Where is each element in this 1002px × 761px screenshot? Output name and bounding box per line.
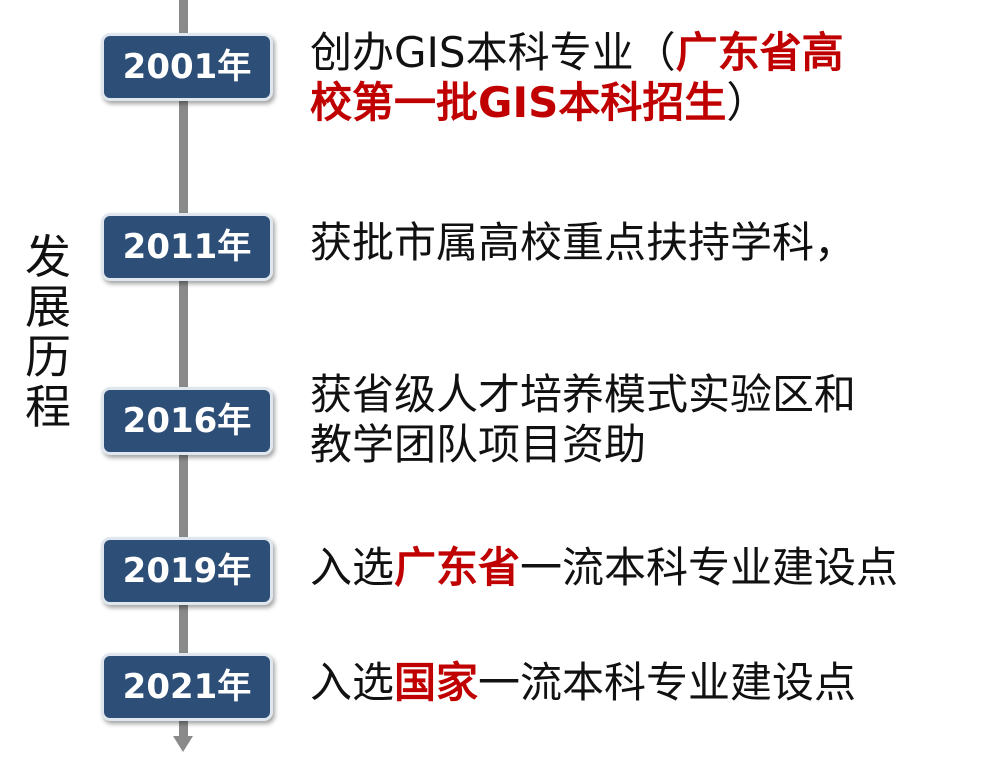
side-title-char: 发 — [25, 230, 71, 284]
timeline-axis — [179, 0, 188, 738]
event-line: 创办GIS本科专业（广东省高 — [310, 28, 844, 78]
event-segment: 创办GIS本科专业（ — [310, 28, 676, 77]
event-text-2019: 入选广东省一流本科专业建设点 — [310, 543, 898, 593]
event-segment: 入选 — [310, 658, 395, 707]
event-text-2021: 入选国家一流本科专业建设点 — [310, 658, 856, 708]
event-highlight: 广东省 — [394, 543, 521, 592]
event-line: 获省级人才培养模式实验区和 — [310, 370, 856, 420]
year-box-2001: 2001年 — [101, 33, 273, 101]
event-segment: 入选 — [310, 543, 395, 592]
side-title-char: 程 — [25, 380, 71, 434]
side-title: 发 展 历 程 — [22, 232, 74, 432]
event-highlight: 校第一批GIS本科招生 — [310, 78, 727, 127]
event-line: 校第一批GIS本科招生） — [310, 78, 844, 128]
event-segment: 教学团队项目资助 — [310, 420, 647, 469]
event-segment: 一流本科专业建设点 — [478, 658, 857, 707]
event-text-2011: 获批市属高校重点扶持学科， — [310, 218, 856, 268]
event-segment: 获省级人才培养模式实验区和 — [310, 370, 857, 419]
event-segment: 一流本科专业建设点 — [520, 543, 899, 592]
event-highlight: 国家 — [394, 658, 479, 707]
event-segment: 获批市属高校重点扶持学科， — [310, 218, 857, 267]
side-title-char: 历 — [25, 330, 71, 384]
event-text-2001: 创办GIS本科专业（广东省高 校第一批GIS本科招生） — [310, 28, 844, 128]
event-highlight: 广东省高 — [675, 28, 844, 77]
year-box-2011: 2011年 — [101, 213, 273, 281]
event-line: 教学团队项目资助 — [310, 420, 856, 470]
event-segment: ） — [726, 78, 769, 127]
side-title-char: 展 — [25, 280, 71, 334]
event-text-2016: 获省级人才培养模式实验区和 教学团队项目资助 — [310, 370, 856, 470]
year-box-2019: 2019年 — [101, 537, 273, 605]
event-line: 入选国家一流本科专业建设点 — [310, 658, 856, 708]
timeline-arrow-down-icon — [173, 736, 193, 752]
year-box-2016: 2016年 — [101, 387, 273, 455]
event-line: 入选广东省一流本科专业建设点 — [310, 543, 898, 593]
year-box-2021: 2021年 — [101, 653, 273, 721]
event-line: 获批市属高校重点扶持学科， — [310, 218, 856, 268]
